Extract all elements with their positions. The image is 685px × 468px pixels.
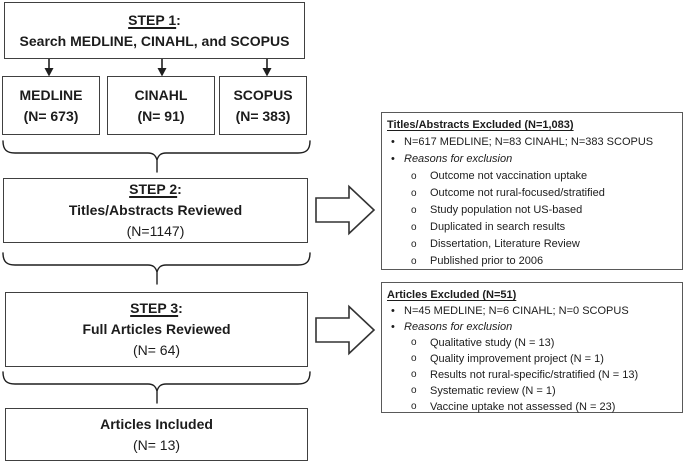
circle-bullet-icon: o [411, 369, 417, 380]
down-arrow-medline [44, 59, 54, 77]
bullet-icon: • [391, 136, 395, 148]
source-count: (N= 383) [235, 107, 291, 124]
circle-bullet-icon: o [411, 222, 417, 233]
step1-subtitle: Search MEDLINE, CINAHL, and SCOPUS [19, 32, 290, 49]
down-arrow-cinahl [157, 59, 167, 77]
circle-bullet-icon: o [411, 239, 417, 250]
down-arrow-scopus [262, 59, 272, 77]
excluded-breakdown: •N=45 MEDLINE; N=6 CINAHL; N=0 SCOPUS [387, 303, 677, 319]
step3-subtitle: Full Articles Reviewed [82, 321, 231, 337]
circle-bullet-icon: o [411, 337, 417, 348]
source-name: MEDLINE [19, 86, 83, 103]
excluded-box-articles: Articles Excluded (N=51) •N=45 MEDLINE; … [381, 282, 683, 413]
step2-box: STEP 2: Titles/Abstracts Reviewed (N=114… [3, 178, 308, 243]
source-count: (N= 673) [23, 107, 79, 124]
step1-box: STEP 1: Search MEDLINE, CINAHL, and SCOP… [4, 2, 305, 59]
source-box-medline: MEDLINE (N= 673) [2, 76, 100, 135]
excluded-breakdown: •N=617 MEDLINE; N=83 CINAHL; N=383 SCOPU… [387, 134, 677, 151]
block-arrow-step2-exclusions [315, 184, 376, 236]
source-box-scopus: SCOPUS (N= 383) [219, 76, 307, 135]
circle-bullet-icon: o [411, 205, 417, 216]
circle-bullet-icon: o [411, 353, 417, 364]
circle-bullet-icon: o [411, 401, 417, 412]
step2-heading: STEP 2: [129, 181, 182, 197]
brace-step2-to-step3 [2, 252, 311, 285]
step1-heading: STEP 1: [128, 11, 181, 28]
included-title: Articles Included [100, 415, 213, 432]
step3-count: (N= 64) [132, 342, 181, 358]
source-name: SCOPUS [233, 86, 293, 103]
step3-box: STEP 3: Full Articles Reviewed (N= 64) [5, 292, 308, 367]
brace-step3-to-included [2, 371, 311, 404]
included-box: Articles Included (N= 13) [5, 408, 308, 461]
block-arrow-step3-exclusions [315, 304, 376, 356]
excluded-title: Articles Excluded (N=51) [387, 289, 517, 301]
step2-count: (N=1147) [126, 223, 185, 239]
step2-subtitle: Titles/Abstracts Reviewed [68, 202, 243, 218]
source-box-cinahl: CINAHL (N= 91) [107, 76, 215, 135]
circle-bullet-icon: o [411, 385, 417, 396]
brace-sources-to-step2 [2, 140, 311, 173]
circle-bullet-icon: o [411, 256, 417, 267]
bullet-icon: • [391, 321, 395, 333]
circle-bullet-icon: o [411, 171, 417, 182]
step3-heading: STEP 3: [130, 300, 183, 316]
source-count: (N= 91) [137, 107, 185, 124]
excluded-title: Titles/Abstracts Excluded (N=1,083) [387, 119, 574, 131]
excluded-box-titles-abstracts: Titles/Abstracts Excluded (N=1,083) •N=6… [381, 112, 683, 270]
source-name: CINAHL [134, 86, 188, 103]
bullet-icon: • [391, 153, 395, 165]
bullet-icon: • [391, 305, 395, 317]
circle-bullet-icon: o [411, 188, 417, 199]
included-count: (N= 13) [132, 436, 181, 453]
reasons-label: •Reasons for exclusion [387, 151, 677, 168]
reasons-label: •Reasons for exclusion [387, 319, 677, 335]
